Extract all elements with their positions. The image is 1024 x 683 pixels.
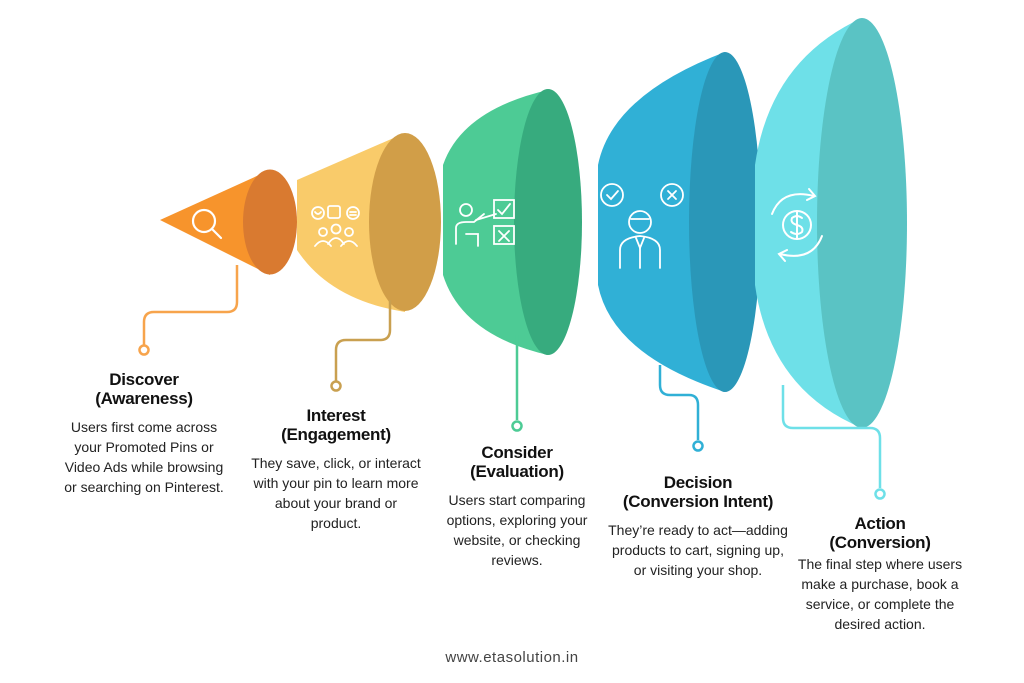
stage-discover-text: Discover (Awareness) Users first come ac… — [58, 370, 230, 497]
stage-interest-title-main: Interest — [306, 406, 366, 425]
connector-dot-discover — [138, 344, 150, 356]
stage-action-title-main: Action — [854, 514, 906, 533]
stage-consider-description: Users start comparing options, exploring… — [446, 492, 588, 568]
stage-action-title: Action (Conversion) — [794, 514, 966, 552]
decision-person-icon — [600, 183, 684, 269]
stage-action-title-sub: (Conversion) — [829, 533, 931, 552]
stage-interest-cone — [297, 133, 441, 312]
stage-consider-title-main: Consider — [481, 443, 553, 462]
stage-consider-cone — [443, 89, 582, 355]
stage-discover-title-sub: (Awareness) — [95, 389, 193, 408]
stage-discover-cone — [160, 169, 297, 275]
stage-decision-title-sub: (Conversion Intent) — [622, 492, 774, 511]
connector-interest — [334, 300, 392, 382]
connector-dot-consider — [511, 420, 523, 432]
stage-decision-title: Decision (Conversion Intent) — [606, 473, 790, 511]
stage-discover-title: Discover (Awareness) — [58, 370, 230, 408]
stage-decision-text: Decision (Conversion Intent) They’re rea… — [606, 473, 790, 580]
connector-dot-decision — [692, 440, 704, 452]
stage-interest-text: Interest (Engagement) They save, click, … — [248, 406, 424, 533]
connector-action — [781, 385, 882, 488]
stage-action-description: The final step where users make a purcha… — [797, 556, 963, 632]
stage-interest-title: Interest (Engagement) — [248, 406, 424, 444]
stage-consider-title: Consider (Evaluation) — [432, 443, 602, 481]
stage-interest-description: They save, click, or interact with your … — [251, 455, 421, 531]
stage-action-cone — [755, 18, 907, 428]
presentation-checklist-icon — [455, 199, 515, 247]
stage-decision-title-main: Decision — [663, 473, 733, 492]
connector-discover — [142, 265, 239, 345]
magnifier-icon — [191, 208, 223, 240]
connector-dot-action — [874, 488, 886, 500]
stage-discover-title-main: Discover — [109, 370, 179, 389]
stage-decision-cone — [598, 52, 761, 392]
connector-decision — [658, 365, 700, 440]
dollar-cycle-icon — [771, 188, 823, 262]
connector-dot-interest — [330, 380, 342, 392]
stage-decision-description: They’re ready to act—adding products to … — [608, 522, 788, 578]
stage-consider-title-sub: (Evaluation) — [470, 462, 564, 481]
engagement-icon — [311, 205, 360, 247]
footer-website: www.etasolution.in — [445, 649, 579, 666]
stage-interest-title-sub: (Engagement) — [281, 425, 391, 444]
stage-action-text: Action (Conversion) The final step where… — [794, 514, 966, 634]
stage-discover-description: Users first come across your Promoted Pi… — [64, 419, 224, 495]
stage-consider-text: Consider (Evaluation) Users start compar… — [432, 443, 602, 570]
